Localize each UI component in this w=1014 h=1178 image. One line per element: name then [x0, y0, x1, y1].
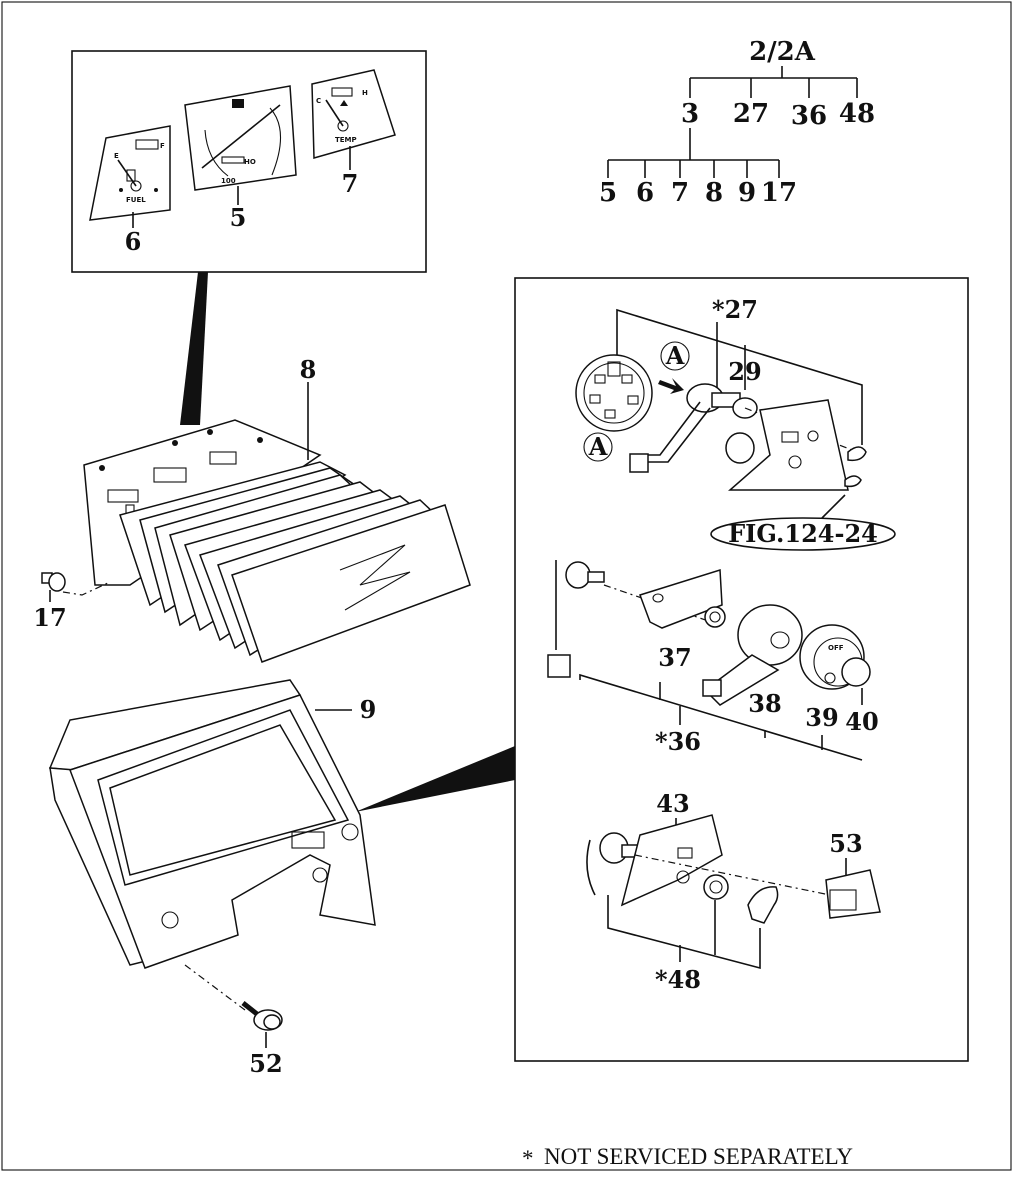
label-switch-assy-27: *27: [712, 295, 758, 324]
svg-text:H: H: [362, 89, 368, 97]
inset-pointer-wedge: [180, 272, 208, 425]
label-bezel-9: 9: [360, 695, 377, 724]
bulb-17: 17: [33, 572, 111, 632]
hierarchy-tree: 2/2A 3 27 36 48 5 6 7 8 9 17: [599, 37, 875, 208]
label-bulb-17: 17: [33, 603, 66, 632]
label-knob-cap-40: 40: [845, 707, 878, 736]
svg-text:OFF: OFF: [828, 644, 844, 652]
tree-node-5: 5: [599, 178, 617, 208]
inset-label-7: 7: [342, 169, 359, 198]
label-cover-53: 53: [829, 829, 862, 858]
knob-switch-36: OFF 37 *36 38 39 40: [547, 560, 879, 761]
hour-meter-gauge: HO 100 5: [184, 85, 297, 232]
svg-text:A: A: [588, 432, 608, 461]
footer-asterisk: *: [522, 1146, 534, 1171]
svg-text:E: E: [114, 152, 119, 160]
detail-box: *27 A A: [514, 277, 969, 1062]
gauge-inset: F E FUEL 6 HO 100 5 H: [71, 50, 427, 273]
bezel-9: 9: [48, 679, 377, 969]
inset-label-5: 5: [230, 203, 247, 232]
tree-node-8: 8: [705, 178, 723, 208]
tree-root-label: 2/2A: [749, 37, 816, 67]
inset-label-6: 6: [125, 227, 142, 256]
screw-52: 52: [184, 964, 283, 1078]
tree-node-7: 7: [671, 178, 689, 208]
tree-node-6: 6: [636, 178, 654, 208]
label-switch-assy-48: *48: [655, 965, 701, 994]
label-knob-assy-36: *36: [655, 727, 701, 756]
label-cluster-8: 8: [300, 355, 317, 384]
label-nut-37: 37: [658, 643, 691, 672]
svg-text:FUEL: FUEL: [126, 196, 146, 204]
svg-text:HO: HO: [244, 158, 256, 166]
fig-ref-label: FIG.124-24: [728, 519, 878, 548]
label-plate-43: 43: [656, 789, 689, 818]
marker-a-upper: [660, 341, 690, 371]
tree-node-48: 48: [839, 99, 875, 129]
svg-text:C: C: [316, 97, 321, 105]
marker-a-lower: [583, 432, 613, 462]
temp-gauge: H C TEMP 7: [311, 69, 396, 198]
label-switch-body-29: 29: [728, 357, 761, 386]
tree-node-17: 17: [761, 178, 797, 208]
switch-48: 43 53 *48: [586, 789, 881, 994]
label-screw-52: 52: [249, 1049, 282, 1078]
footer-note-text: NOT SERVICED SEPARATELY: [544, 1144, 853, 1169]
tree-node-9: 9: [738, 178, 756, 208]
tree-node-3: 3: [681, 99, 699, 129]
instrument-cluster: 8: [83, 355, 471, 663]
svg-text:A: A: [665, 341, 685, 370]
fig-ref-callout: [710, 517, 896, 551]
label-knob-ring-39: 39: [805, 703, 838, 732]
footer-note: * NOT SERVICED SEPARATELY: [522, 1144, 853, 1171]
label-knob-base-38: 38: [748, 689, 781, 718]
key-switch-27: *27 A A: [575, 295, 896, 551]
svg-text:TEMP: TEMP: [335, 136, 357, 144]
svg-text:100: 100: [221, 177, 236, 185]
tree-node-27: 27: [733, 99, 769, 129]
tree-node-36: 36: [791, 101, 827, 131]
detail-pointer-wedge: [355, 746, 515, 812]
svg-text:F: F: [160, 142, 165, 150]
fuel-gauge: F E FUEL 6: [89, 125, 171, 256]
